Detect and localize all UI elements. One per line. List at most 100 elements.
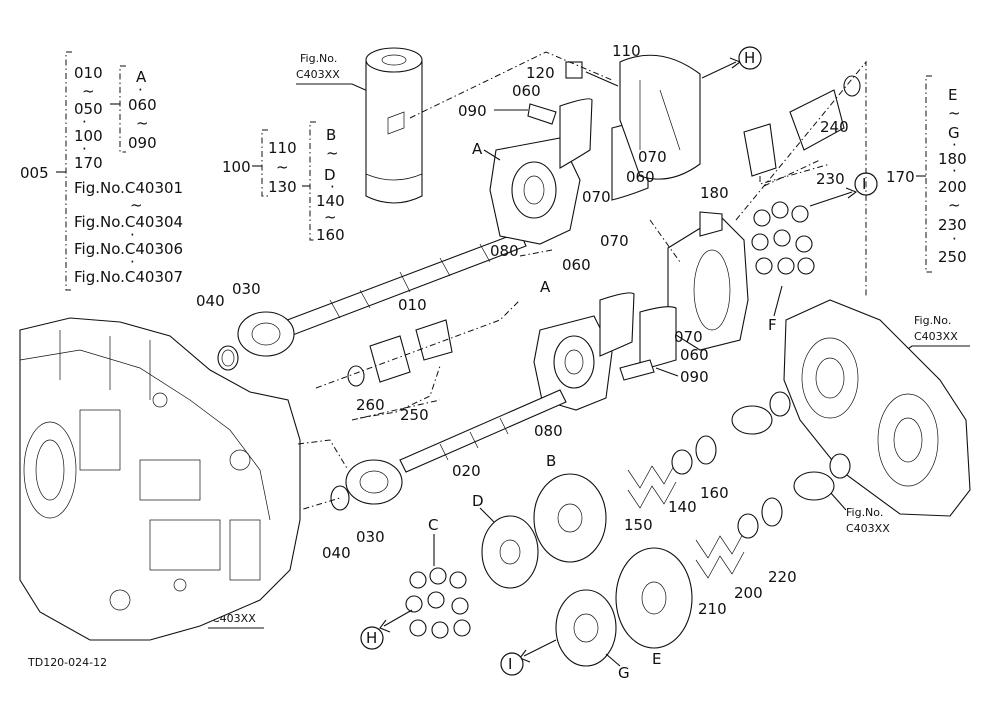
tag-h-top-label: H bbox=[744, 49, 755, 67]
shoe-plate-g bbox=[555, 589, 617, 667]
transmission-housing-left bbox=[19, 317, 301, 641]
callout-080-a: 080 bbox=[490, 242, 519, 260]
fig-ref-top: Fig.No. C403XX bbox=[296, 52, 371, 93]
g005-sub-4: 090 bbox=[128, 134, 157, 152]
fig-ref-midright-line2: C403XX bbox=[846, 522, 890, 535]
callout-f-leader bbox=[773, 285, 783, 317]
g170-line-9: · bbox=[952, 230, 957, 248]
callout-a-upper: A bbox=[472, 140, 483, 158]
callout-e: E bbox=[652, 650, 661, 668]
callout-230-bracket bbox=[759, 163, 831, 185]
plug-250 bbox=[369, 319, 453, 383]
callout-030-b: 030 bbox=[356, 528, 385, 546]
callout-080-b: 080 bbox=[534, 422, 563, 440]
callout-c: C bbox=[428, 516, 438, 534]
g100-line-2: 130 bbox=[268, 178, 297, 196]
callout-f: F bbox=[768, 316, 777, 334]
tag-i-bottom: I bbox=[500, 639, 557, 676]
pistons-c bbox=[405, 567, 471, 639]
g170-line-2: G bbox=[948, 124, 960, 142]
callout-070-a: 070 bbox=[638, 148, 667, 166]
cylinder-block-e bbox=[615, 547, 693, 649]
g005-line-10: · bbox=[130, 226, 135, 244]
callout-070-b: 070 bbox=[582, 188, 611, 206]
plate-070-lower bbox=[639, 306, 677, 371]
bushing-right bbox=[731, 405, 773, 435]
callout-010: 010 bbox=[398, 296, 427, 314]
callout-d: D bbox=[472, 492, 484, 510]
g005-line-4: 100 bbox=[74, 127, 103, 145]
shaft-020 bbox=[399, 389, 567, 473]
g005-line-9: Fig.No.C40304 bbox=[74, 213, 183, 231]
circlip-160 bbox=[695, 435, 717, 465]
g100-sub-1: ~ bbox=[326, 144, 339, 162]
callout-070-c: 070 bbox=[600, 232, 629, 250]
g005-line-2: 050 bbox=[74, 100, 103, 118]
tag-h-bottom-label: H bbox=[366, 629, 377, 647]
callout-110: 110 bbox=[612, 42, 641, 60]
callout-d-leader bbox=[479, 507, 495, 523]
group-170-bracket bbox=[925, 75, 932, 273]
tag-h-top: H bbox=[701, 46, 762, 79]
g170-line-3: · bbox=[952, 136, 957, 154]
group-100-code: 100 bbox=[222, 158, 251, 176]
group-005-legend: 005 010 ~ 050 · 100 · 170 Fig.No.C40301 … bbox=[20, 51, 183, 291]
g170-line-5: · bbox=[952, 162, 957, 180]
g170-line-4: 180 bbox=[938, 150, 967, 168]
pistons-f bbox=[751, 201, 815, 275]
group-005-sub-bracket bbox=[119, 65, 126, 153]
g100-sub-0: B bbox=[326, 126, 336, 144]
tag-h-bottom: H bbox=[360, 609, 413, 650]
cylinder-block-b bbox=[533, 473, 607, 563]
callout-a-upper-leader bbox=[483, 149, 501, 161]
g100-line-0: 110 bbox=[268, 139, 297, 157]
bearing-030-upper bbox=[237, 311, 295, 357]
callout-070-d: 070 bbox=[674, 328, 703, 346]
g005-line-13: Fig.No.C40307 bbox=[74, 268, 183, 286]
g005-line-11: Fig.No.C40306 bbox=[74, 240, 183, 258]
g100-sub-5: ~ bbox=[324, 208, 337, 226]
g170-line-0: E bbox=[948, 86, 957, 104]
callout-060-b: 060 bbox=[626, 168, 655, 186]
g100-sub-3: · bbox=[330, 178, 335, 196]
callout-120: 120 bbox=[526, 64, 555, 82]
group-005-code: 005 bbox=[20, 164, 49, 182]
g005-sub-3: ~ bbox=[136, 114, 149, 132]
fig-ref-top-line1: Fig.No. bbox=[300, 52, 337, 65]
fig-ref-mid-right: Fig.No. C403XX bbox=[829, 491, 890, 535]
g005-line-0: 010 bbox=[74, 64, 103, 82]
g005-line-12: · bbox=[130, 253, 135, 271]
g100-sub-2: D bbox=[324, 166, 336, 184]
oring-240 bbox=[843, 75, 861, 97]
callout-040-a: 040 bbox=[196, 292, 225, 310]
callout-240: 240 bbox=[820, 118, 849, 136]
callout-060-a: 060 bbox=[512, 82, 541, 100]
swash-block-a-upper bbox=[489, 137, 581, 245]
washer-140 bbox=[671, 449, 693, 475]
callout-b: B bbox=[546, 452, 556, 470]
callout-a-lower: A bbox=[540, 278, 551, 296]
callout-060-c: 060 bbox=[562, 256, 591, 274]
g170-line-6: 200 bbox=[938, 178, 967, 196]
callout-220: 220 bbox=[768, 568, 797, 586]
callout-060-d: 060 bbox=[680, 346, 709, 364]
g005-sub-2: 060 bbox=[128, 96, 157, 114]
callout-140: 140 bbox=[668, 498, 697, 516]
fig-ref-right: Fig.No. C403XX bbox=[897, 314, 970, 357]
cradle-180 bbox=[667, 211, 749, 351]
spring-210 bbox=[695, 531, 745, 579]
callout-040-b: 040 bbox=[322, 544, 351, 562]
g005-line-5: · bbox=[82, 140, 87, 158]
g170-line-7: ~ bbox=[948, 196, 961, 214]
callout-210: 210 bbox=[698, 600, 727, 618]
end-cover-right bbox=[783, 299, 971, 517]
oring-260 bbox=[347, 365, 365, 387]
callout-250: 250 bbox=[400, 406, 429, 424]
callout-200: 200 bbox=[734, 584, 763, 602]
fig-ref-midright-line1: Fig.No. bbox=[846, 506, 883, 519]
group-005-sub-a: A · 060 ~ 090 bbox=[128, 68, 157, 152]
servo-piston-110 bbox=[565, 54, 701, 180]
g005-sub-1: · bbox=[138, 81, 143, 99]
fig-ref-top-line2: C403XX bbox=[296, 68, 340, 81]
